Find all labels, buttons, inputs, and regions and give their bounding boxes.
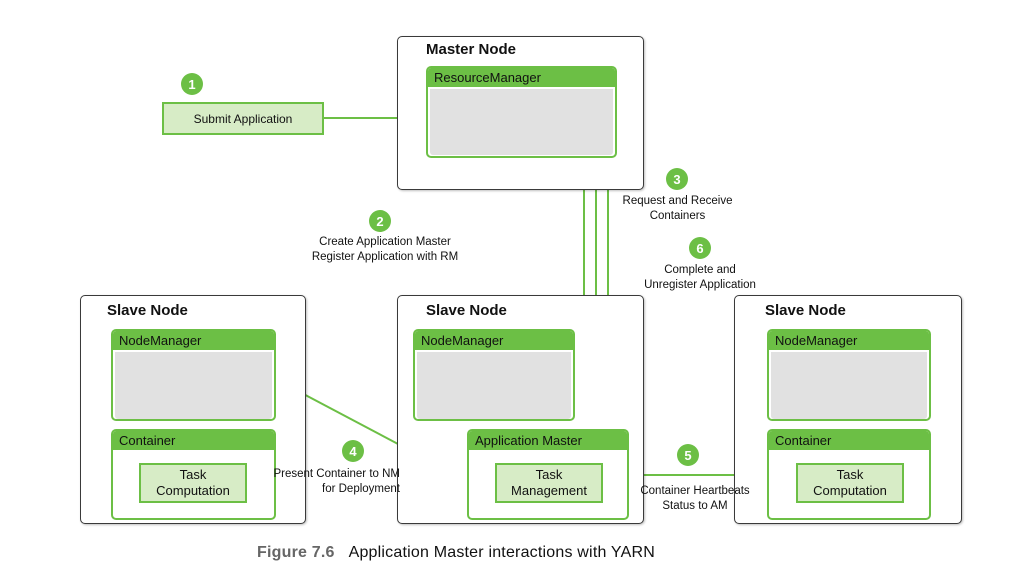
slave-left-container: Container Task Computation — [111, 429, 276, 520]
resource-manager-body — [430, 89, 613, 155]
slave-middle-nodemanager-header: NodeManager — [415, 331, 573, 350]
master-node: Master Node ResourceManager — [397, 36, 644, 190]
step-6-label: Complete and Unregister Application — [644, 264, 756, 291]
slave-node-right-title: Slave Node — [765, 302, 846, 319]
slave-left-nodemanager-body — [115, 352, 272, 419]
slave-right-task: Task Computation — [796, 463, 904, 503]
submit-application-box: Submit Application — [162, 102, 324, 135]
slave-right-container-header: Container — [769, 431, 929, 450]
slave-middle-task-label: Task Management — [511, 467, 587, 498]
slave-node-right: Slave Node NodeManager Container Task Co… — [734, 295, 962, 524]
step-3-label: Request and Receive Containers — [622, 195, 733, 222]
slave-middle-nodemanager: NodeManager — [413, 329, 575, 421]
step-6-badge: 6 — [689, 237, 711, 259]
slave-left-task-label: Task Computation — [156, 467, 230, 498]
step-3-badge: 3 — [666, 168, 688, 190]
slave-left-task: Task Computation — [139, 463, 247, 503]
step-1-badge: 1 — [181, 73, 203, 95]
master-node-title: Master Node — [426, 41, 517, 58]
slave-right-nodemanager: NodeManager — [767, 329, 931, 421]
slave-middle-nodemanager-body — [417, 352, 571, 419]
slave-middle-task: Task Management — [495, 463, 603, 503]
step-4-badge: 4 — [342, 440, 364, 462]
resource-manager: ResourceManager — [426, 66, 617, 158]
slave-left-container-header: Container — [113, 431, 274, 450]
slave-left-nodemanager-header: NodeManager — [113, 331, 274, 350]
application-master-header: Application Master — [469, 431, 627, 450]
step-2-badge: 2 — [369, 210, 391, 232]
slave-right-task-label: Task Computation — [813, 467, 887, 498]
slave-node-middle-title: Slave Node — [426, 302, 507, 319]
slave-right-container: Container Task Computation — [767, 429, 931, 520]
slave-left-nodemanager: NodeManager — [111, 329, 276, 421]
figure-number: Figure 7.6 — [257, 544, 335, 561]
slave-node-left: Slave Node NodeManager Container Task Co… — [80, 295, 306, 524]
slave-right-nodemanager-header: NodeManager — [769, 331, 929, 350]
step-4-label: Present Container to NM for Deployment — [273, 468, 400, 495]
step-2-label: Create Application Master Register Appli… — [311, 236, 459, 263]
step-5-label: Container Heartbeats Status to AM — [640, 485, 750, 512]
figure-caption-text: Application Master interactions with YAR… — [348, 544, 655, 561]
slave-right-nodemanager-body — [771, 352, 927, 419]
slave-node-middle: Slave Node NodeManager Application Maste… — [397, 295, 644, 524]
step-5-badge: 5 — [677, 444, 699, 466]
resource-manager-header: ResourceManager — [428, 68, 615, 87]
application-master: Application Master Task Management — [467, 429, 629, 520]
slave-node-left-title: Slave Node — [107, 302, 188, 319]
figure-caption: Figure 7.6 Application Master interaction… — [257, 544, 655, 562]
